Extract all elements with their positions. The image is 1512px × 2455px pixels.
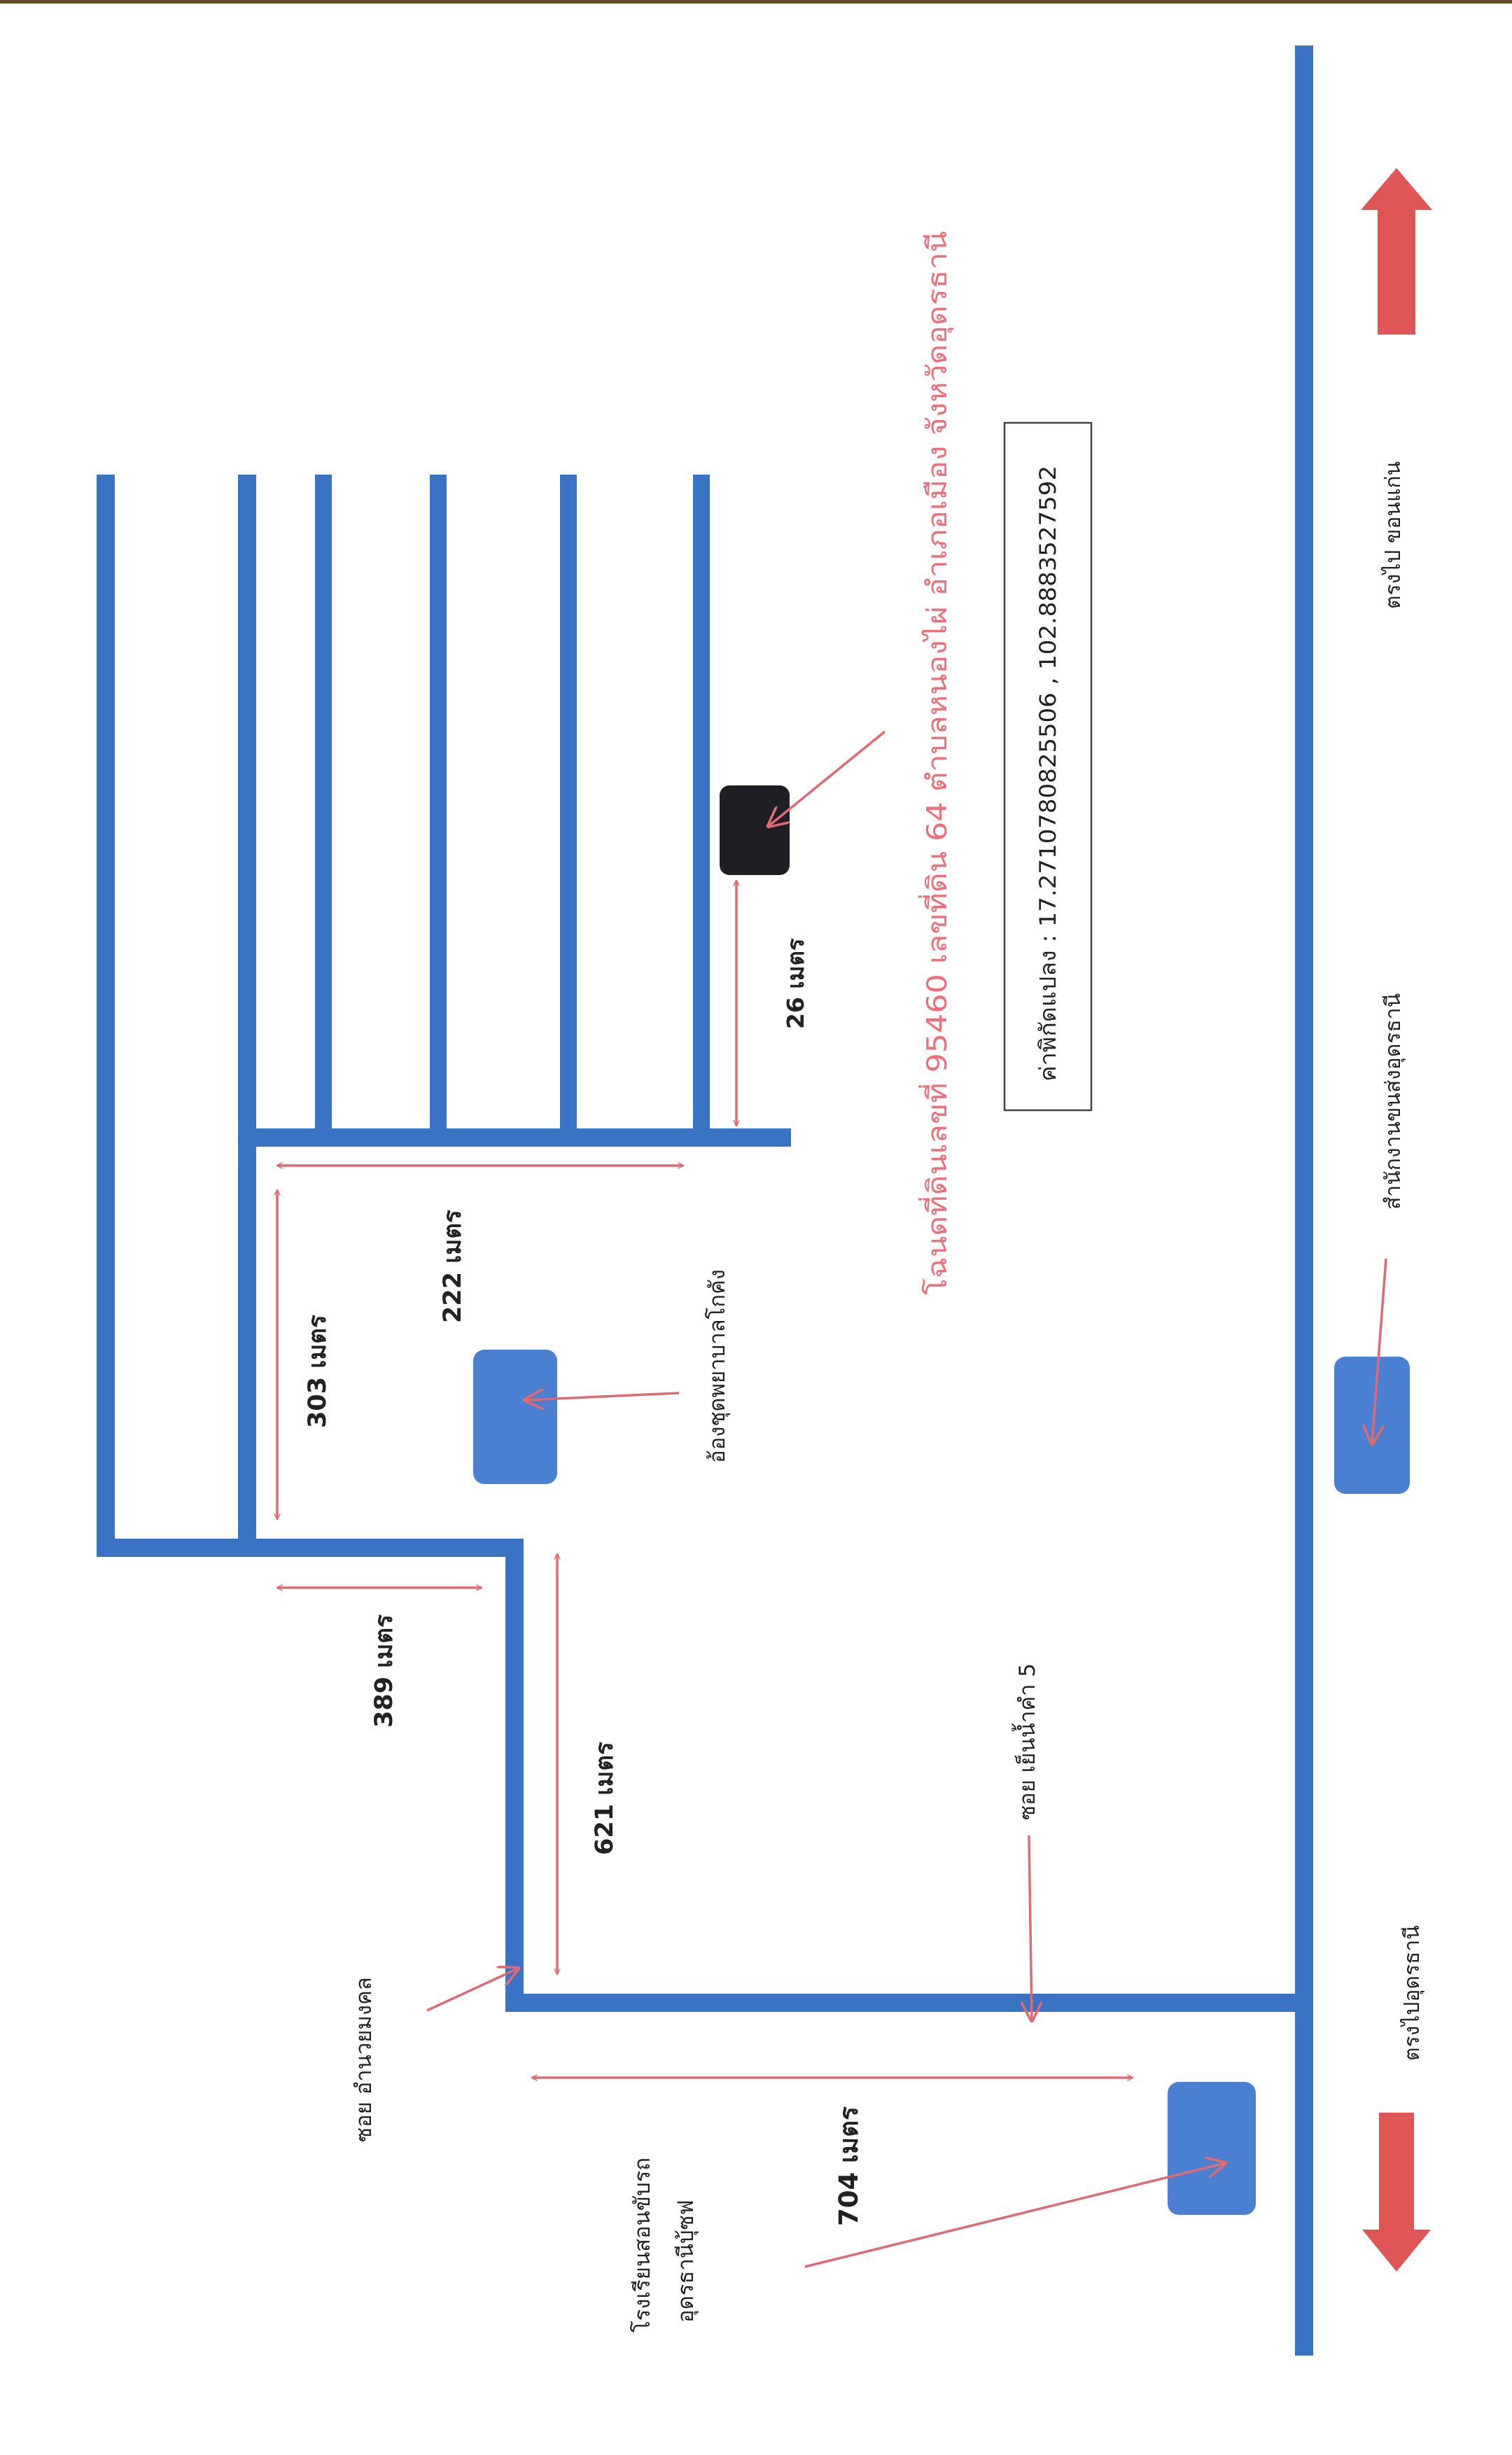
distance-222-label: 222 เมตร <box>439 1210 467 1323</box>
pointer-to-driving-school <box>804 2163 1225 2268</box>
road-branch-1 <box>315 475 332 1147</box>
distance-621-label: 621 เมตร <box>591 1742 619 1855</box>
to-udon-label: ตรงไปอุดรธานี <box>1399 1925 1425 2061</box>
distance-26-label: 26 เมตร <box>782 938 809 1029</box>
transport-office-marker <box>1334 1357 1410 1494</box>
target-plot-marker <box>720 785 790 875</box>
distance-704-label: 704 เมตร <box>834 2106 864 2226</box>
road-branch-2 <box>430 475 447 1147</box>
page-top-edge <box>0 0 1512 4</box>
soi-amnuay-label: ซอย อำนวยมงคล <box>351 1977 377 2142</box>
driving-school-marker <box>1168 2082 1256 2215</box>
road-branch-4 <box>693 475 710 1147</box>
arrow-down-icon <box>1362 2113 1431 2272</box>
pointer-to-soi-yen-nam-kham <box>1029 1835 1032 2020</box>
to-khon-kaen-label: ตรงไป ขอนแก่น <box>1380 461 1406 609</box>
road-soi-amnuay-mongkol <box>505 1539 524 2012</box>
pointer-to-soi-amnuay <box>426 1968 518 2012</box>
soi-yen-nam-kham-label: ซอย เย็นน้ำคำ 5 <box>1011 1663 1040 1820</box>
transport-office-label: สำนักงานขนส่งอุดรธานี <box>1381 993 1406 1210</box>
dimension-lines <box>277 881 1133 2078</box>
road-soi-yen-nam-kham <box>505 1994 1313 2012</box>
health-center-label: อ้องชุดพยาบาลโกคัง <box>705 1269 731 1463</box>
arrow-up-icon <box>1361 168 1432 335</box>
road-second-left <box>238 475 256 1557</box>
distance-389-label: 389 เมตร <box>370 1614 398 1728</box>
road-cross-lower <box>97 1539 524 1557</box>
pointer-arrows <box>426 730 1387 2268</box>
pointer-to-health-center <box>525 1393 680 1400</box>
road-branch-3 <box>560 475 577 1147</box>
pointer-to-target <box>769 730 886 826</box>
road-far-left <box>97 475 115 1557</box>
driving-school-label-line-2: อุดรธานีบุ้ซฟ <box>673 2199 699 2323</box>
health-center-marker <box>473 1350 557 1484</box>
roads <box>97 46 1313 2356</box>
title-deed-text: โฉนดที่ดินเลขที่ 95460 เลขที่ดิน 64 ตำบล… <box>918 231 954 1295</box>
pointer-to-transport-office <box>1372 1258 1387 1443</box>
coordinates-frame <box>1003 421 1093 1112</box>
coordinates-text: ค่าพิกัดแปลง : 17.2710780825506 , 102.88… <box>1035 466 1061 1082</box>
distance-303-label: 303 เมตร <box>304 1315 332 1428</box>
main-highway-road <box>1295 46 1313 2356</box>
driving-school-label-line-1: โรงเรียนสอนขับรถ <box>630 2157 655 2332</box>
